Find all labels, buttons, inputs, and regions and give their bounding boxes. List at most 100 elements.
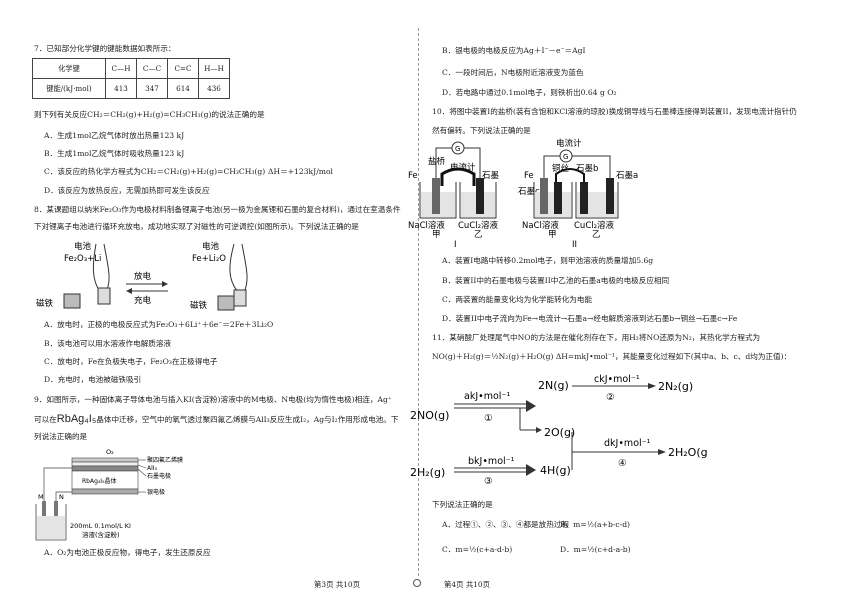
q7-option-d: D．该反应为放热反应，无需加热即可发生该反应: [44, 186, 210, 195]
q7-question: 则下列有关反应CH₂＝CH₂(g)+H₂(g)=CH₃CH₃(g)的说法正确的是: [34, 110, 265, 119]
q10-stem-line1: 10．将图中装置I的盐桥(装有含饱和KCl溶液的琼胶)换成铜导线与石墨棒连接得到…: [432, 107, 797, 116]
figure-label: 乙: [474, 230, 483, 240]
wire-shape: [92, 243, 101, 293]
figure-label: Fe+Li₂O: [192, 254, 226, 264]
crystal-formula: RbAg₄I₅: [56, 413, 97, 425]
right-column: B．银电极的电极反应为Ag＋I⁻－e⁻＝AgI C．一段时间后，N电极附近溶液变…: [408, 0, 842, 608]
table-cell: C=C: [167, 58, 199, 79]
figure-label: 甲: [432, 230, 441, 240]
figure-label: RbAg₄I₅晶体: [82, 477, 116, 485]
q7-option-b: B．生成1mol乙烷气体时吸收热量123 kJ: [44, 149, 185, 158]
q9-option-a: A．O₂为电池正极反应物，得电子，发生还原反应: [44, 548, 211, 557]
beaker-yi: [575, 182, 619, 219]
table-cell: C—C: [136, 58, 168, 79]
figure-label: 磁铁: [36, 298, 54, 309]
table-row: 键能/(kJ·mol) 413 347 614 436: [32, 78, 230, 99]
figure-label: G: [455, 145, 460, 153]
figure-label: 石墨b: [576, 164, 598, 174]
figure-label: 盐桥: [428, 156, 446, 167]
q10-option-b: B．装置II中的石墨电极与装置II中乙池的石墨a电极的电极反应相同: [442, 276, 670, 285]
table-cell: 化学键: [32, 58, 106, 79]
figure-label: II: [572, 240, 577, 250]
arrow-right-icon: [658, 449, 666, 455]
species-label: 2H₂(g): [410, 466, 445, 479]
q9-option-b: B．银电极的电极反应为Ag＋I⁻－e⁻＝AgI: [442, 46, 586, 55]
q7-option-c: C．该反应的热化学方程式为CH₂＝CH₂(g)+H₂(g)=CH₃CH₃(g): [44, 167, 266, 176]
beaker-jia: [533, 182, 573, 219]
figure-label: 溶液(含淀粉): [82, 530, 120, 539]
arrow-right-icon: [536, 427, 542, 433]
magnet-shape: [217, 295, 235, 311]
figure-label: 乙: [592, 230, 601, 240]
arrow-left-icon: [126, 288, 132, 294]
fe-electrode: [540, 178, 548, 214]
species-label: 4H(g): [540, 464, 571, 477]
table-cell: 436: [198, 78, 230, 99]
membrane-layer: [71, 457, 139, 463]
arrow-right-icon: [648, 383, 656, 389]
ali3-layer: [71, 461, 139, 467]
q11-option-a: A．过程①、②、③、④都是放热过程: [442, 520, 569, 529]
step-label: ④: [618, 458, 627, 469]
binding-hole-icon: [413, 579, 421, 587]
graphite-b-electrode: [580, 182, 588, 214]
copperwire-shape: [555, 168, 585, 182]
leader-line: [137, 464, 147, 469]
figure-label: 电流计: [556, 138, 582, 149]
fe-electrode: [432, 178, 440, 214]
figure-label: 电流计: [450, 162, 476, 173]
q7-option-c-dh: ΔH＝+123kJ/mol: [268, 167, 333, 176]
energy-process-diagram: 2NO(g) akJ•mol⁻¹ ① 2N(g) 2O(g) ckJ•mol⁻¹…: [410, 374, 708, 484]
step-label: ②: [606, 392, 615, 403]
figure-label: 银电极: [147, 488, 165, 496]
figure-label: 石墨c: [518, 187, 540, 197]
column-divider: [418, 28, 419, 576]
graphite-a-electrode: [606, 178, 614, 214]
figure-label: NaCl溶液: [522, 220, 559, 231]
q7-stem: 7．已知部分化学键的键能数据如表所示：: [34, 44, 176, 53]
q9-stem-line1: 9．如图所示，一种固体离子导体电池与插入KI(含淀粉)溶液中的M电极、N电极(均…: [34, 395, 392, 404]
graphite-c-electrode: [554, 182, 562, 214]
galvanic-cells-figure: Fe G 盐桥 电流计 石墨 NaCl溶液 CuCl₂溶液 甲 乙 I 电流计 …: [408, 138, 638, 250]
solution-fill: [37, 516, 65, 539]
step-label: ①: [484, 413, 493, 424]
battery-shape: [233, 289, 247, 307]
wire-shape: [543, 155, 560, 178]
q9-stem-part: 可以在: [34, 415, 57, 424]
figure-label: M: [38, 493, 44, 501]
energy-label: akJ•mol⁻¹: [464, 391, 510, 402]
species-label: 2N₂(g): [658, 380, 693, 393]
figure-label: 充电: [134, 295, 152, 306]
wire-shape: [43, 467, 72, 501]
q10-stem-line2: 然有偏转。下列说法正确的是: [432, 126, 531, 135]
q9-option-c: C．一段时间后，N电极附近溶液变为蓝色: [442, 68, 584, 77]
beaker-jia: [419, 182, 457, 219]
q11-question: 下列说法正确的是: [432, 500, 493, 509]
left-column: 7．已知部分化学键的键能数据如表所示： 化学键 C—H C—C C=C H—H …: [28, 0, 408, 608]
q9-stem-line3: 列说法正确的是: [34, 432, 88, 441]
q9-stem-part: 晶体中迁移，空气中的氧气透过聚四氟乙烯膜与AlI₃反应生成I₂，Ag与I₂作用形…: [96, 415, 399, 424]
magnet-shape: [63, 293, 81, 309]
figure-label: CuCl₂溶液: [458, 220, 499, 231]
figure-label: O₂: [106, 448, 114, 456]
wire-shape: [241, 243, 248, 293]
wire-shape: [464, 147, 481, 178]
table-cell: 614: [167, 78, 199, 99]
wire-shape: [229, 243, 239, 293]
q10-option-c: C．两装置的能量变化均为化学能转化为电能: [442, 295, 593, 304]
table-cell: H—H: [198, 58, 230, 79]
wire-shape: [55, 491, 72, 501]
arrow-right-icon: [526, 464, 536, 476]
figure-label: G: [563, 153, 568, 161]
figure-label: 聚四氟乙烯膜: [147, 456, 183, 464]
page-number-left: 第3页 共10页: [314, 580, 361, 589]
q11-equation: NO(g)＋H₂(g)＝½N₂(g)＋H₂O(g) ΔH=mkJ•mol⁻¹，其…: [432, 352, 792, 361]
species-label: 2NO(g): [410, 409, 449, 422]
figure-label: 甲: [548, 230, 557, 240]
solid-battery-figure: O₂ RbAg₄I₅晶体 聚四氟乙烯膜 AlI₃ 石墨电极 银电极 M N 20: [35, 448, 183, 541]
table-cell: 键能/(kJ·mol): [32, 78, 106, 99]
arrow-right-icon: [162, 281, 168, 287]
wire-shape: [572, 155, 611, 178]
table-cell: 413: [105, 78, 137, 99]
